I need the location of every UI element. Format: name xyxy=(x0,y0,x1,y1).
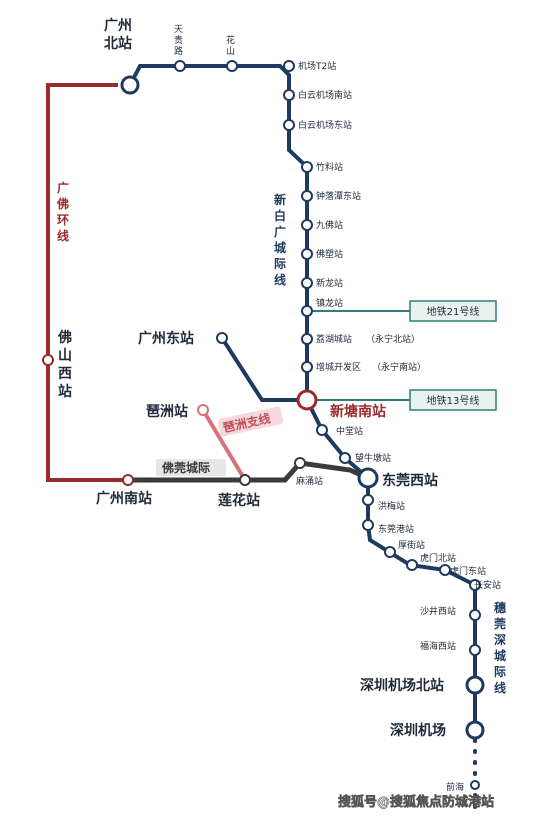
lianhua-marker xyxy=(239,474,251,486)
station-wangniudun: 望牛墩站 xyxy=(355,452,391,464)
station-qianhai: 前海 xyxy=(446,781,464,793)
foshan-west-marker xyxy=(42,354,54,366)
svg-text:线: 线 xyxy=(274,272,286,287)
gz-north-hub xyxy=(120,75,140,95)
station-foshan-west-1: 佛 xyxy=(57,329,72,346)
station-zhongtang: 中堂站 xyxy=(336,425,363,437)
station-gz-north-1: 广州 xyxy=(104,17,132,34)
metro21-label: 地铁21号线 xyxy=(427,305,480,318)
station-t2: 机场T2站 xyxy=(298,60,336,72)
station-tiangui-1: 天 xyxy=(174,25,183,35)
station-zhenlong: 镇龙站 xyxy=(316,297,343,309)
svg-text:穗: 穗 xyxy=(494,600,506,615)
guangfo-ring-line xyxy=(46,83,128,482)
svg-text:城: 城 xyxy=(274,240,286,255)
station-sz-airport: 深圳机场 xyxy=(390,722,446,739)
station-changan: 长安站 xyxy=(474,579,501,591)
dongguan-west-hub xyxy=(357,467,379,489)
station-foshan-west-4: 站 xyxy=(58,383,72,400)
station-airport-east: 白云机场东站 xyxy=(298,119,352,131)
gz-east-connector xyxy=(220,336,307,402)
svg-text:深: 深 xyxy=(494,632,506,647)
station-fuhai-west: 福海西站 xyxy=(420,640,456,652)
svg-text:莞: 莞 xyxy=(494,616,506,631)
station-humen-east: 虎门东站 xyxy=(450,565,486,577)
suiguanshen-line xyxy=(305,399,477,730)
foguan-label: 佛莞城际 xyxy=(156,459,226,476)
station-dongguan-west: 东莞西站 xyxy=(382,472,438,489)
station-sz-airport-north: 深圳机场北站 xyxy=(360,677,444,694)
station-zengcheng-note: （永宁南站） xyxy=(372,361,426,373)
svg-text:际: 际 xyxy=(494,665,506,679)
station-houjie: 厚街站 xyxy=(398,539,425,551)
sz-airport-north-hub xyxy=(465,675,485,695)
station-jiufo: 九佛站 xyxy=(316,219,343,231)
station-gz-east: 广州东站 xyxy=(138,330,194,347)
xintang-south-hub xyxy=(296,389,318,411)
svg-text:际: 际 xyxy=(274,257,286,271)
svg-text:广: 广 xyxy=(57,180,69,195)
station-foshan-west-3: 西 xyxy=(58,366,72,382)
station-airport-south: 白云机场南站 xyxy=(298,89,352,101)
station-zhongluotan-east: 钟落潭东站 xyxy=(316,190,361,202)
svg-text:环: 环 xyxy=(57,213,69,227)
svg-text:广: 广 xyxy=(274,224,286,239)
station-gz-south: 广州南站 xyxy=(96,490,152,507)
svg-text:线: 线 xyxy=(57,228,69,243)
station-humen-north: 虎门北站 xyxy=(420,552,456,564)
station-tiangui-3: 路 xyxy=(174,45,183,57)
svg-text:城: 城 xyxy=(494,648,506,663)
sz-airport-hub xyxy=(465,720,485,740)
station-shajing-west: 沙井西站 xyxy=(420,605,456,617)
station-dongguan-port: 东莞港站 xyxy=(378,523,414,535)
station-markers xyxy=(174,60,481,656)
station-huashan-1: 花 xyxy=(226,34,235,46)
pazhou-branch-label: 琶洲支线 xyxy=(217,406,284,437)
station-xinlong: 新龙站 xyxy=(316,277,343,289)
pazhou-marker xyxy=(197,404,209,416)
svg-text:佛: 佛 xyxy=(56,196,69,211)
station-zengcheng: 增城开发区 xyxy=(316,361,361,373)
station-lianhua: 莲花站 xyxy=(218,492,260,509)
station-hongmei: 洪梅站 xyxy=(378,500,405,512)
station-mayong: 麻涌站 xyxy=(296,475,323,487)
station-foshan-west-2: 山 xyxy=(58,348,72,364)
station-xintang-south: 新塘南站 xyxy=(330,403,386,420)
guangfo-ring-label: 广 佛 环 线 xyxy=(55,178,73,243)
station-tiangui-2: 贵 xyxy=(174,34,183,46)
xinbaiguang-label: 新 白 广 城 际 线 xyxy=(274,192,286,287)
qianhai-marker xyxy=(470,780,480,790)
metro13-box xyxy=(409,389,497,411)
station-fosu: 佛塑站 xyxy=(316,248,343,260)
watermark: 搜狐号@搜狐焦点防城港站 xyxy=(338,794,494,810)
svg-text:新: 新 xyxy=(274,192,286,207)
station-lihucheng-note: （永宁北站） xyxy=(366,333,420,345)
pazhou-branch-line xyxy=(201,408,247,482)
gz-south-marker xyxy=(122,474,134,486)
svg-text:白: 白 xyxy=(274,208,286,223)
svg-text:线: 线 xyxy=(494,680,506,695)
station-pazhou: 琶洲站 xyxy=(146,403,188,420)
station-huashan-2: 山 xyxy=(226,46,235,57)
station-gz-north-2: 北站 xyxy=(104,35,132,52)
metro21-box xyxy=(409,300,497,322)
station-lihucheng: 荔湖城站 xyxy=(316,333,352,345)
station-zhuliao: 竹料站 xyxy=(316,161,343,173)
suiguanshen-label: 穗 莞 深 城 际 线 xyxy=(494,600,506,695)
metro13-label: 地铁13号线 xyxy=(427,394,480,407)
svg-text:佛莞城际: 佛莞城际 xyxy=(161,460,210,475)
